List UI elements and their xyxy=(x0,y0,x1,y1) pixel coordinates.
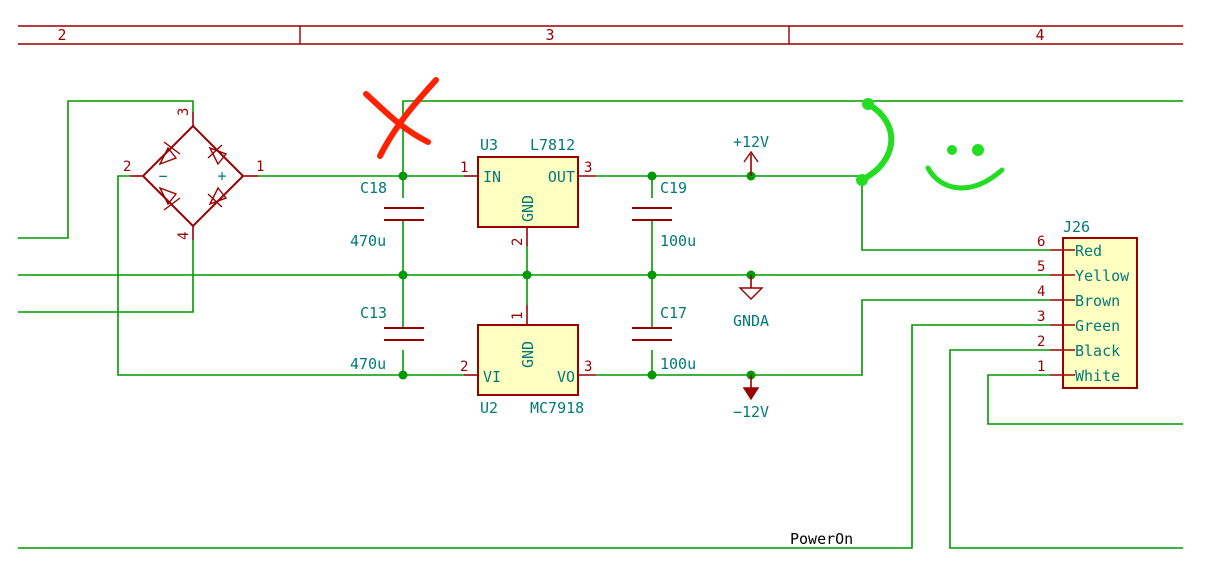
capacitor-c19[interactable]: C19 100u xyxy=(632,179,696,250)
j26-pin-number: 5 xyxy=(1037,259,1045,275)
u2-pin-num-in: 2 xyxy=(460,359,468,375)
neg12v-label: −12V xyxy=(733,403,769,421)
wires xyxy=(18,100,1183,549)
capacitor-c17[interactable]: C17 100u xyxy=(632,304,696,373)
j26-pin-number: 6 xyxy=(1037,234,1045,250)
diode-icon xyxy=(158,141,228,211)
connector-j26[interactable]: J26 6 Red 5 Yellow 4 Brown 3 Green 2 Bla… xyxy=(1037,218,1138,389)
u2-pin-in: VI xyxy=(483,368,501,386)
j26-pin-row: 6 Red xyxy=(1037,234,1102,260)
c13-ref: C13 xyxy=(360,304,387,322)
u2-pin-num-out: 3 xyxy=(584,359,592,375)
c19-ref: C19 xyxy=(660,179,687,197)
junction-dot xyxy=(398,270,408,280)
net-label-poweron[interactable]: PowerOn xyxy=(790,530,853,548)
j26-pin-name: Red xyxy=(1075,242,1102,260)
junction-dot xyxy=(647,370,657,380)
j26-pin-number: 4 xyxy=(1037,284,1045,300)
pos12v-label: +12V xyxy=(733,133,769,151)
u3-value: L7812 xyxy=(530,136,575,154)
u3-pin-num-gnd: 2 xyxy=(510,238,526,246)
junction-dot xyxy=(647,171,657,181)
c13-value: 470u xyxy=(350,355,386,373)
u3-pin-out: OUT xyxy=(548,168,575,186)
capacitor-c18[interactable]: C18 470u xyxy=(350,179,424,250)
bridge-plus-label: + xyxy=(217,167,226,185)
power-symbol-pos12v[interactable]: +12V xyxy=(733,133,769,176)
green-jumper-annotation-icon xyxy=(856,98,895,186)
j26-pin-name: Green xyxy=(1075,317,1120,335)
junction-dot xyxy=(398,370,408,380)
c19-value: 100u xyxy=(660,232,696,250)
bridge-pin-3: 3 xyxy=(176,108,192,116)
c17-ref: C17 xyxy=(660,304,687,322)
u3-ref: U3 xyxy=(480,136,498,154)
cross-mark-icon xyxy=(363,77,439,159)
j26-pin-name: Yellow xyxy=(1075,267,1130,285)
regulator-u3[interactable]: U3 L7812 IN OUT GND 1 3 2 xyxy=(460,136,596,246)
capacitor-c13[interactable]: C13 470u xyxy=(350,304,424,373)
j26-pin-row: 2 Black xyxy=(1037,334,1120,360)
u2-pin-out: VO xyxy=(557,368,575,386)
j26-pin-number: 2 xyxy=(1037,334,1045,350)
gnda-label: GNDA xyxy=(733,312,769,330)
j26-pin-number: 1 xyxy=(1037,359,1045,375)
junction-dot xyxy=(398,171,408,181)
j26-pin-row: 3 Green xyxy=(1037,309,1120,335)
u3-pin-num-in: 1 xyxy=(460,160,468,176)
frame-border: 2 3 4 xyxy=(18,25,1183,45)
j26-pin-row: 5 Yellow xyxy=(1037,259,1130,285)
junction-dot xyxy=(522,270,532,280)
j26-pin-row: 4 Brown xyxy=(1037,284,1120,310)
u3-pin-gnd: GND xyxy=(519,195,537,222)
bridge-rectifier[interactable]: − + 1 2 3 4 xyxy=(123,108,264,240)
u3-pin-in: IN xyxy=(483,168,501,186)
bridge-pin-1: 1 xyxy=(256,159,264,175)
power-symbol-neg12v[interactable]: −12V xyxy=(733,375,769,421)
j26-pin-number: 3 xyxy=(1037,309,1045,325)
u2-pin-num-gnd: 1 xyxy=(510,312,526,320)
j26-ref: J26 xyxy=(1063,218,1090,236)
bridge-minus-label: − xyxy=(158,167,167,185)
c18-ref: C18 xyxy=(360,179,387,197)
smiley-face-icon xyxy=(925,144,1005,191)
u2-ref: U2 xyxy=(480,399,498,417)
u2-pin-gnd: GND xyxy=(519,341,537,368)
frame-column-3: 3 xyxy=(545,26,554,44)
c17-value: 100u xyxy=(660,355,696,373)
u3-pin-num-out: 3 xyxy=(584,160,592,176)
bridge-pin-2: 2 xyxy=(123,159,131,175)
u2-value: MC7918 xyxy=(530,399,584,417)
power-symbol-gnda[interactable]: GNDA xyxy=(733,275,769,330)
j26-pin-name: Black xyxy=(1075,342,1120,360)
junction-dot xyxy=(647,270,657,280)
frame-column-2: 2 xyxy=(57,26,66,44)
c18-value: 470u xyxy=(350,232,386,250)
frame-column-4: 4 xyxy=(1035,26,1044,44)
regulator-u2[interactable]: U2 MC7918 VI VO GND 2 3 1 xyxy=(460,305,596,417)
j26-pin-name: Brown xyxy=(1075,292,1120,310)
j26-pin-name: White xyxy=(1075,367,1120,385)
bridge-pin-4: 4 xyxy=(176,232,192,240)
j26-pin-row: 1 White xyxy=(1037,359,1120,385)
